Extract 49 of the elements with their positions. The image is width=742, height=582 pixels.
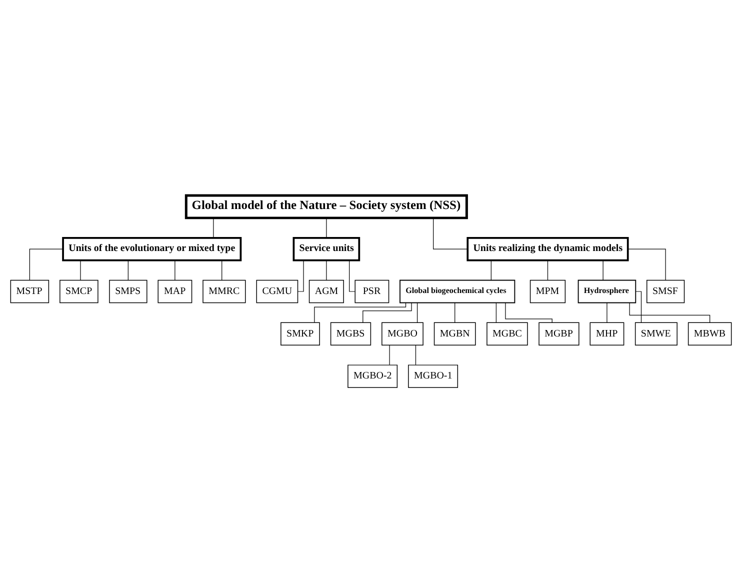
node-box: MPM	[530, 279, 566, 303]
node-box: SMKP	[280, 322, 320, 345]
connector	[174, 260, 176, 280]
connector	[29, 248, 64, 280]
connector	[326, 260, 327, 280]
connector	[547, 260, 548, 280]
connector	[606, 302, 608, 322]
node-box: MGBO	[382, 322, 424, 345]
node-box: SMPS	[109, 279, 148, 303]
node-box: Units of the evolutionary or mixed type	[62, 236, 242, 261]
node-box: SMSF	[646, 279, 685, 303]
node-box: PSR	[354, 279, 390, 303]
node-box: CGMU	[256, 279, 298, 303]
connector	[496, 302, 497, 322]
connector	[636, 290, 642, 322]
node-box: Global model of the Nature – Society system (NSS)	[184, 194, 468, 219]
node-box: MGBC	[486, 322, 528, 345]
node-box: MGBO-1	[408, 364, 458, 388]
node-box: MHP	[590, 322, 624, 345]
connector	[433, 217, 468, 249]
connector	[213, 217, 214, 238]
node-box: Units realizing the dynamic models	[466, 236, 629, 261]
node-box: MSTP	[10, 279, 50, 303]
node-box: Service units	[292, 236, 360, 261]
connector	[628, 248, 666, 280]
connector	[298, 260, 304, 292]
node-box: MGBN	[434, 322, 476, 345]
connector	[416, 302, 418, 322]
connector	[314, 302, 406, 322]
connector	[389, 344, 390, 365]
node-box: SMWE	[634, 322, 678, 345]
connector	[349, 260, 356, 292]
node-box: MGBO-2	[348, 364, 398, 388]
connector	[362, 302, 412, 322]
connector	[629, 302, 710, 322]
node-box: MGBS	[330, 322, 372, 345]
connector	[602, 260, 604, 280]
node-box: AGM	[308, 279, 344, 303]
connector	[505, 302, 552, 322]
node-box: MMRC	[202, 279, 246, 303]
node-box: SMCP	[60, 279, 98, 303]
connector	[326, 217, 327, 238]
connector	[80, 260, 81, 280]
connector	[490, 260, 492, 280]
connector	[454, 302, 456, 322]
node-box: MBWB	[688, 322, 732, 345]
node-box: MAP	[158, 279, 192, 303]
connector	[415, 344, 416, 365]
node-box: MGBP	[538, 322, 580, 345]
